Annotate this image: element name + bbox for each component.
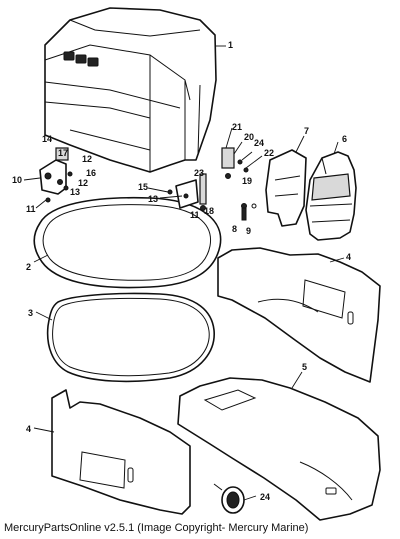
callout-15: 15	[138, 182, 148, 192]
callout-19: 19	[242, 176, 252, 186]
callout-7: 7	[304, 126, 309, 136]
air-intake-part[interactable]	[305, 151, 357, 241]
callout-20: 20	[244, 132, 254, 142]
callout-11-right: 11	[190, 210, 200, 220]
callout-18: 18	[204, 206, 214, 216]
callout-24-upper: 24	[254, 138, 264, 148]
callout-5: 5	[302, 362, 307, 372]
callout-14: 14	[42, 134, 52, 144]
callout-17: 17	[58, 148, 68, 158]
callout-21: 21	[232, 122, 242, 132]
callout-1: 1	[228, 40, 233, 50]
callout-11-left: 11	[26, 204, 36, 214]
callout-4-lower: 4	[26, 424, 31, 434]
callout-13-left: 13	[70, 187, 80, 197]
hinge-hardware-center[interactable]	[167, 173, 207, 211]
hinge-hardware-right[interactable]	[221, 147, 257, 221]
latch-assembly-left[interactable]	[39, 147, 73, 203]
callout-16: 16	[86, 168, 96, 178]
side-panel-upper-part[interactable]	[217, 247, 381, 383]
callout-labels: 1 2 3 4 4 5 6 7 8 9 10 11 11 12 12 13 13…	[12, 40, 351, 502]
callout-12-lower: 12	[78, 178, 88, 188]
grommet-part[interactable]	[213, 483, 245, 514]
callout-3: 3	[28, 308, 33, 318]
callout-6: 6	[342, 134, 347, 144]
gasket-part[interactable]	[46, 292, 215, 383]
callout-23: 23	[194, 168, 204, 178]
callout-22: 22	[264, 148, 274, 158]
callout-9: 9	[246, 226, 251, 236]
callout-13-center: 13	[148, 194, 158, 204]
intake-vents	[63, 51, 99, 67]
callout-10: 10	[12, 175, 22, 185]
callout-4-upper: 4	[346, 252, 351, 262]
image-caption: MercuryPartsOnline v2.5.1 (Image Copyrig…	[4, 522, 309, 534]
side-panel-lower-part[interactable]	[51, 389, 191, 515]
callout-24-lower: 24	[260, 492, 270, 502]
callout-8: 8	[232, 224, 237, 234]
cowl-seal-part[interactable]	[33, 196, 222, 289]
top-cowl-part[interactable]	[44, 7, 217, 173]
callout-2: 2	[26, 262, 31, 272]
leader-lines	[23, 45, 345, 501]
rear-panel-part[interactable]	[177, 377, 381, 521]
callout-12-upper: 12	[82, 154, 92, 164]
intake-bracket-part[interactable]	[265, 149, 307, 227]
